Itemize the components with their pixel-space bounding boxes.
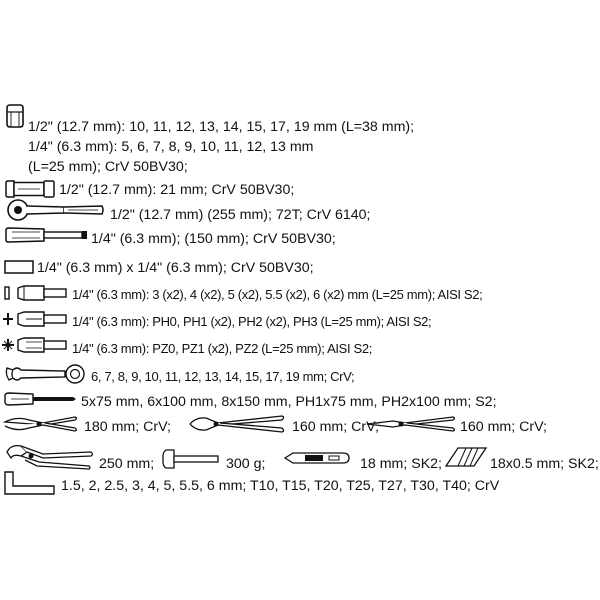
phillips-bits-spec: 1/4" (6.3 mm): PH0, PH1 (x2), PH2 (x2), … — [72, 314, 432, 329]
ratchet-icon — [4, 198, 106, 222]
flat-bit-tip-icon — [3, 286, 11, 300]
driver-handle-spec: 1/4" (6.3 mm); (150 mm); CrV 50BV30; — [91, 231, 336, 247]
phillips-tip-icon — [2, 312, 14, 326]
screwdrivers-spec: 5x75 mm, 6x100 mm, 8x150 mm, PH1x75 mm, … — [81, 394, 497, 410]
hex-keys-spec: 1.5, 2, 2.5, 3, 4, 5, 5.5, 6 mm; T10, T1… — [61, 478, 500, 494]
combination-wrench-icon — [3, 362, 87, 386]
ratchet-spec: 1/2" (12.7 mm) (255 mm); 72T; CrV 6140; — [110, 207, 371, 223]
wrenches-spec: 6, 7, 8, 9, 10, 11, 12, 13, 14, 15, 17, … — [91, 369, 355, 384]
pozidriv-bit-icon — [16, 336, 68, 354]
driver-handle-icon — [4, 226, 88, 244]
hammer-spec: 300 g; — [226, 456, 266, 472]
utility-knife-icon — [283, 448, 355, 468]
long-nose-pliers-icon — [365, 412, 457, 436]
phillips-bit-icon — [16, 310, 68, 328]
water-pump-pliers-spec: 250 mm; — [99, 456, 155, 472]
water-pump-pliers-icon — [3, 438, 95, 474]
flat-bit-icon — [16, 284, 68, 302]
bit-adapter-spec: 1/4" (6.3 mm) x 1/4" (6.3 mm); CrV 50BV3… — [37, 260, 314, 276]
spark-plug-socket-spec: 1/2" (12.7 mm): 21 mm; CrV 50BV30; — [59, 182, 295, 198]
knife-blades-icon — [444, 446, 488, 468]
spark-plug-socket-icon — [4, 180, 56, 198]
side-cutters-spec: 160 mm; CrV; — [292, 419, 379, 435]
socket-icon — [4, 104, 26, 128]
combination-pliers-icon — [3, 412, 79, 436]
pozidriv-tip-icon — [1, 338, 15, 352]
screwdriver-icon — [3, 390, 77, 408]
knife-blades-spec: 18x0.5 mm; SK2; — [490, 456, 599, 472]
utility-knife-spec: 18 mm; SK2; — [360, 456, 443, 472]
hammer-icon — [160, 448, 220, 470]
hex-key-icon — [2, 470, 58, 496]
flat-bits-spec: 1/4" (6.3 mm): 3 (x2), 4 (x2), 5 (x2), 5… — [72, 287, 483, 302]
bit-adapter-icon — [4, 260, 34, 274]
socket-quarter-spec-1: 1/4" (6.3 mm): 5, 6, 7, 8, 9, 10, 11, 12… — [28, 139, 314, 155]
socket-half-spec: 1/2" (12.7 mm): 10, 11, 12, 13, 14, 15, … — [28, 119, 415, 135]
combination-pliers-spec: 180 mm; CrV; — [84, 419, 171, 435]
long-nose-pliers-spec: 160 mm; CrV; — [460, 419, 547, 435]
pozidriv-bits-spec: 1/4" (6.3 mm): PZ0, PZ1 (x2), PZ2 (L=25 … — [72, 341, 372, 356]
socket-quarter-spec-2: (L=25 mm); CrV 50BV30; — [28, 159, 188, 175]
side-cutters-icon — [188, 412, 286, 436]
